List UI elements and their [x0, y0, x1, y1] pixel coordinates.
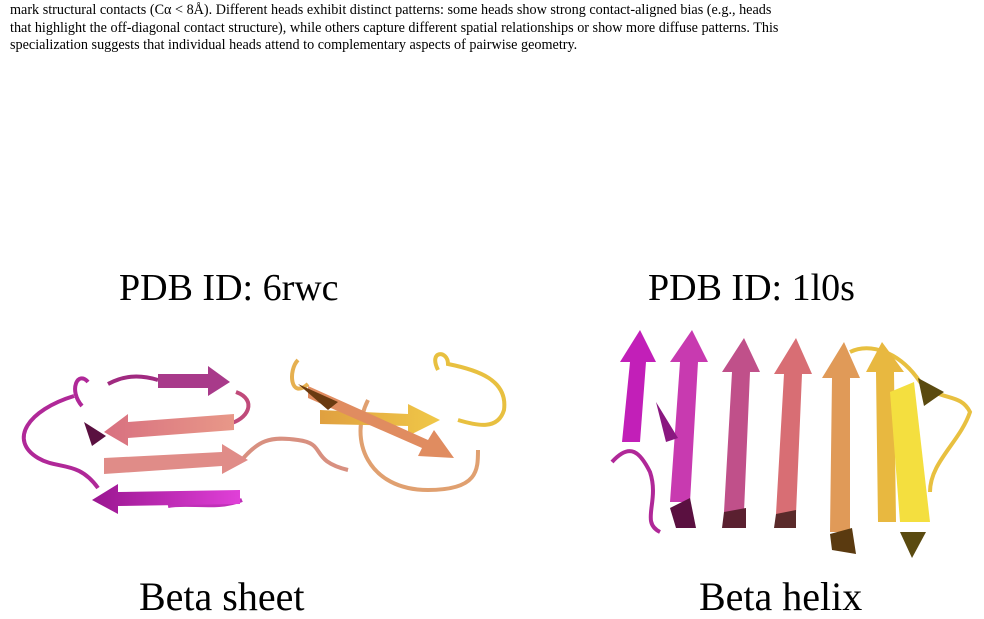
beta-helix-structure-image — [610, 330, 973, 558]
pdb-id-label-left: PDB ID: 6rwc — [119, 267, 339, 309]
caption-line: specialization suggests that individual … — [10, 37, 578, 53]
beta-sheet-structure-image — [21, 352, 507, 514]
pdb-id-label-right: PDB ID: 1l0s — [648, 267, 855, 309]
fold-label-left: Beta sheet — [139, 574, 305, 619]
caption-line: mark structural contacts (Cα < 8Å). Diff… — [10, 2, 772, 18]
fold-label-right: Beta helix — [699, 574, 863, 619]
caption-line: that highlight the off-diagonal contact … — [10, 19, 779, 36]
figure-caption: mark structural contacts (Cα < 8Å). Diff… — [10, 2, 976, 55]
